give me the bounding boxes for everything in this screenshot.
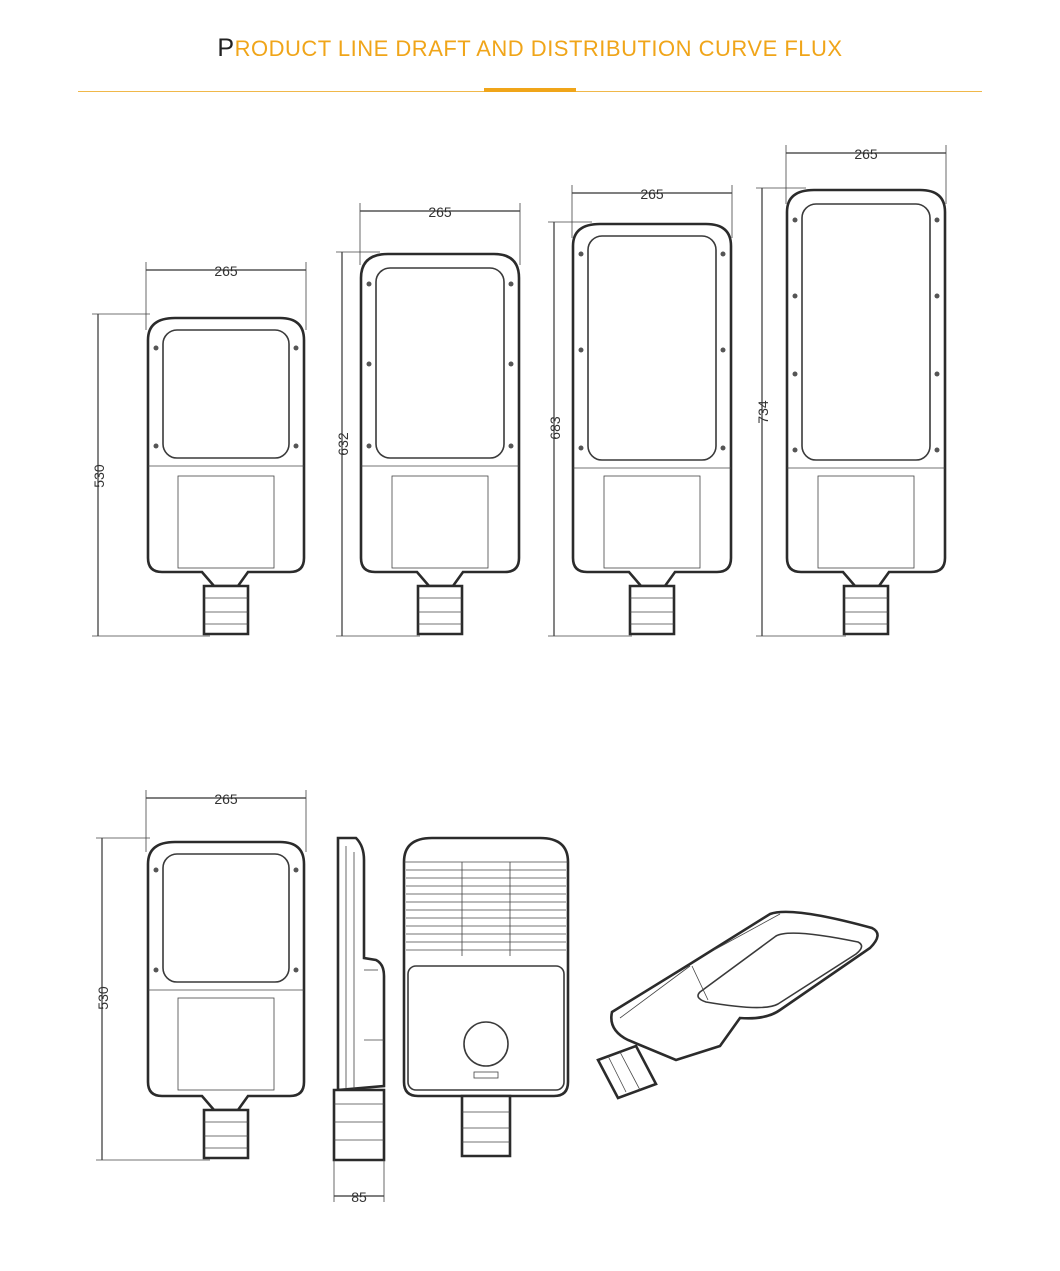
side-depth-label: 85 [351, 1189, 367, 1205]
lamp-side-view: 85 [332, 836, 386, 1205]
height-label-4: 734 [755, 400, 771, 424]
section-title: PRODUCT LINE DRAFT AND DISTRIBUTION CURV… [0, 34, 1060, 63]
lamp-front-view-632: 265 632 [335, 203, 521, 637]
height-label-1: 530 [91, 464, 107, 488]
height-label-2: 632 [335, 432, 351, 456]
width-label-5: 265 [214, 791, 238, 807]
lamp-front-view-530: 265 530 [91, 262, 307, 637]
lamp-perspective-view [596, 910, 879, 1100]
lamp-front-view-530-bottom: 265 530 [95, 790, 307, 1161]
title-divider-accent [484, 88, 576, 92]
width-label-1: 265 [214, 263, 238, 279]
lamp-back-view [402, 836, 570, 1158]
width-label-4: 265 [854, 146, 878, 162]
width-label-2: 265 [428, 204, 452, 220]
lamp-front-view-734: 265 734 [755, 145, 947, 637]
title-first-letter: P [217, 34, 235, 62]
title-rest: RODUCT LINE DRAFT AND DISTRIBUTION CURVE… [234, 36, 843, 61]
width-label-3: 265 [640, 186, 664, 202]
height-label-5: 530 [95, 986, 111, 1010]
height-label-3: 683 [547, 416, 563, 440]
lamp-front-view-683: 265 683 [547, 185, 733, 637]
